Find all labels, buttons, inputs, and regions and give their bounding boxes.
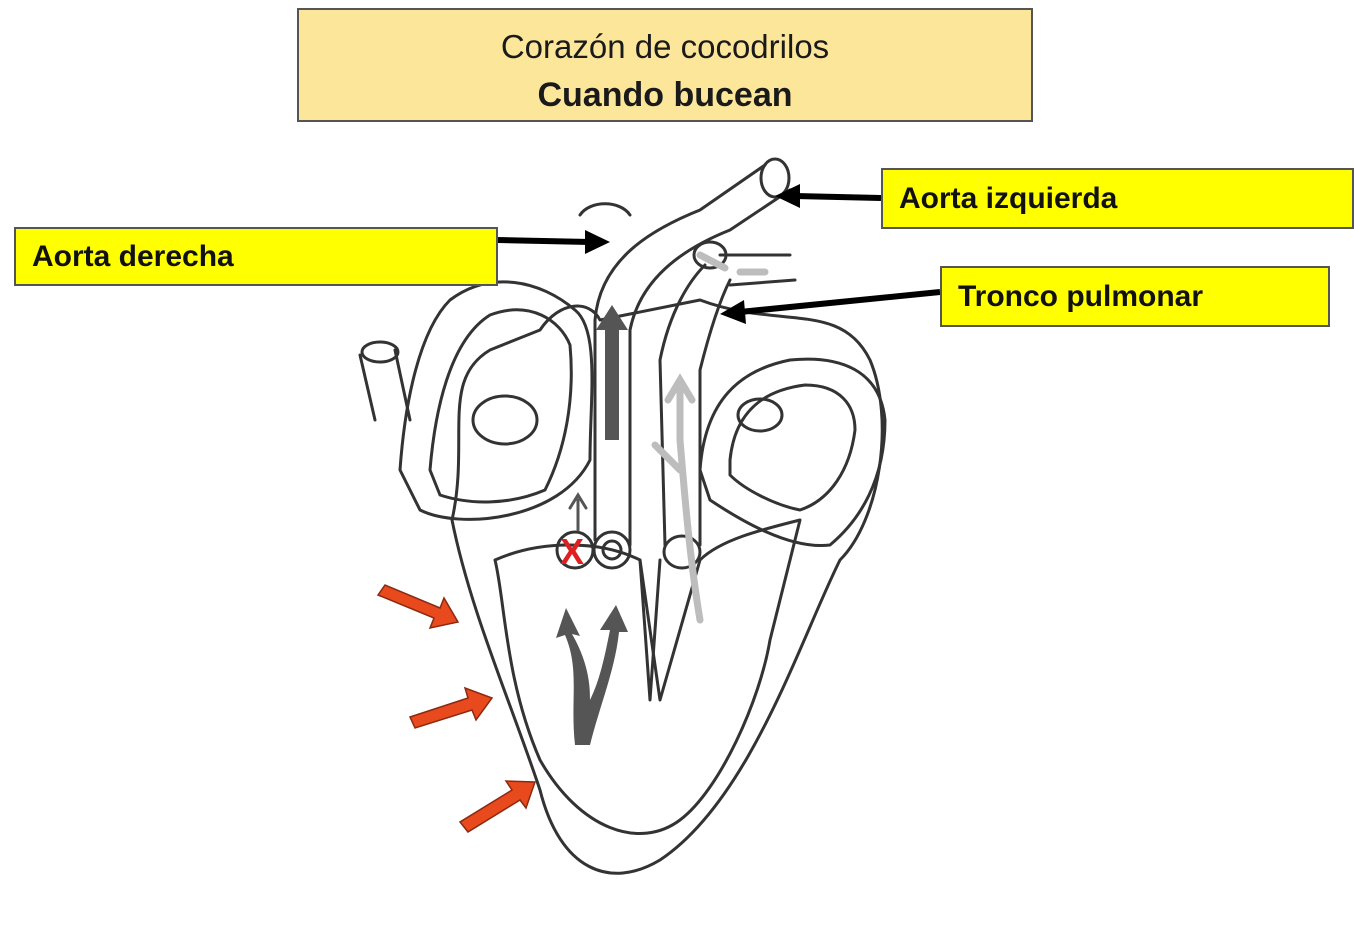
- aorta-izquierda-vessel: [595, 165, 790, 545]
- title-line-2: Cuando bucean: [299, 76, 1031, 115]
- title-line-1: Corazón de cocodrilos: [299, 28, 1031, 66]
- pointer-tronco-pulmonar: [740, 292, 940, 312]
- pointer-tronco-pulmonar-head: [720, 300, 746, 324]
- flow-arrow-small: [570, 495, 586, 530]
- flow-arrow-ventricle-split: [556, 605, 628, 745]
- pointer-aorta-izquierda: [795, 196, 881, 198]
- pressure-arrow-1: [378, 585, 458, 628]
- blocked-marker: X: [560, 531, 584, 572]
- right-atrium-inner: [730, 385, 855, 510]
- label-aorta-izquierda: Aorta izquierda: [881, 168, 1354, 229]
- left-atrium-vessel-opening: [473, 396, 537, 444]
- label-aorta-derecha: Aorta derecha: [14, 227, 498, 286]
- pointer-aorta-derecha: [498, 240, 590, 242]
- label-tronco-pulmonar: Tronco pulmonar: [940, 266, 1330, 327]
- vena-cava-opening: [362, 342, 398, 362]
- left-atrium-inner: [430, 310, 571, 502]
- pressure-arrow-2: [410, 688, 492, 728]
- title-box: Corazón de cocodrilos Cuando bucean: [297, 8, 1033, 122]
- aorta-derecha-vessel: [580, 204, 630, 215]
- left-atrium: [400, 282, 592, 519]
- flow-arrow-aorta: [596, 305, 628, 440]
- pointer-aorta-derecha-head: [585, 230, 610, 254]
- pressure-arrow-3: [460, 781, 535, 832]
